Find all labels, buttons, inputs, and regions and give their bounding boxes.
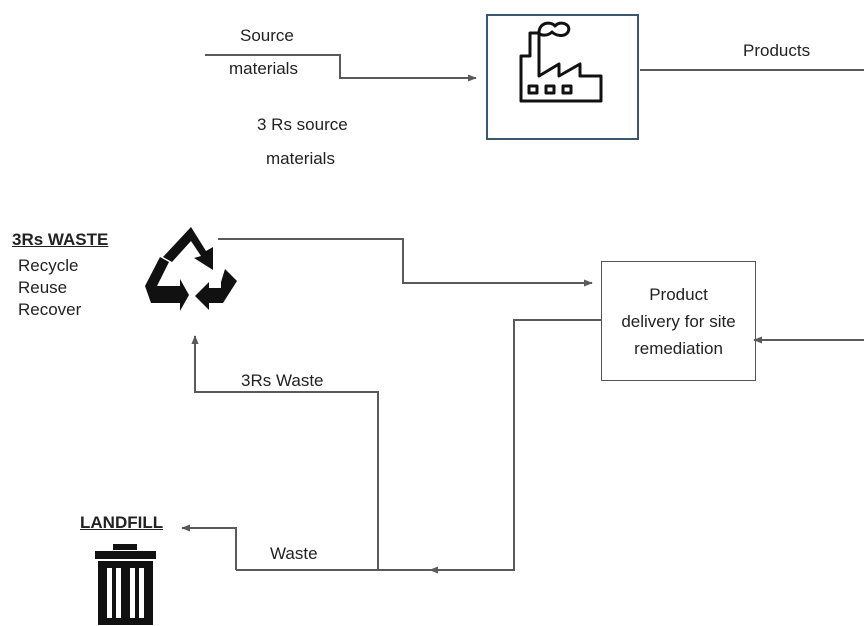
three-rs-source-line1: 3 Rs source <box>257 115 348 134</box>
trash-can-icon <box>95 544 156 625</box>
source-label-line2: materials <box>229 59 298 78</box>
waste-heading: 3Rs WASTE <box>12 230 109 249</box>
waste-item-reuse: Reuse <box>18 278 68 297</box>
factory-icon <box>519 21 603 103</box>
process-label: Product delivery for site remediation <box>621 284 736 358</box>
factory-box <box>486 14 639 140</box>
three-rs-source-line2: materials <box>266 149 335 168</box>
source-label-line1: Source <box>240 26 294 45</box>
waste-item-recover: Recover <box>18 300 82 319</box>
waste-label: Waste <box>270 544 318 563</box>
products-label: Products <box>743 41 811 60</box>
three-rs-waste-arrow <box>191 335 379 570</box>
landfill-heading: LANDFILL <box>80 513 164 532</box>
waste-item-recycle: Recycle <box>18 256 79 275</box>
process-box: Product delivery for site remediation <box>601 261 756 381</box>
process-to-waste-line <box>429 319 601 574</box>
landfill-arrow <box>181 524 237 570</box>
source-materials-arrow <box>205 54 477 82</box>
recycle-icon <box>145 227 237 311</box>
recycle-to-process-arrow <box>218 238 593 287</box>
three-rs-waste-label: 3Rs Waste <box>241 371 324 390</box>
